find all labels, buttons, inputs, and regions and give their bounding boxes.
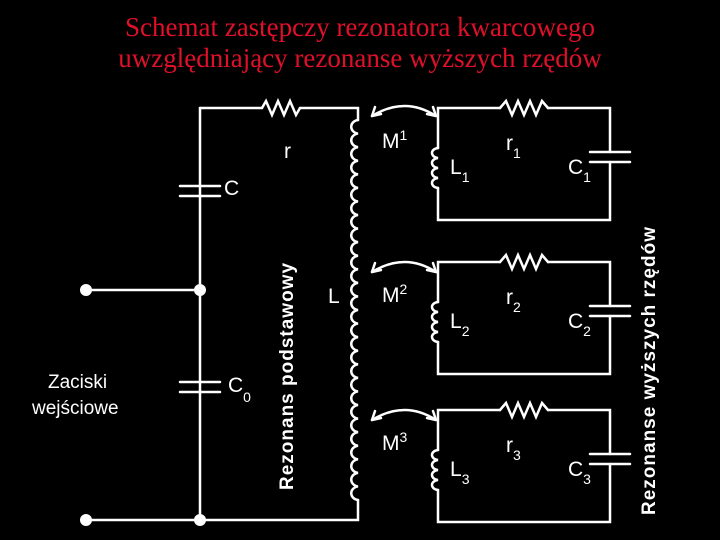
terminal-dot-top-left bbox=[80, 284, 92, 296]
branch-3-label-m-sub: 3 bbox=[400, 429, 408, 445]
branch-2-wire-top-left bbox=[436, 260, 502, 304]
label-c0-main: C bbox=[228, 374, 243, 397]
branch-3-label-r-main: r bbox=[506, 434, 513, 457]
branch-1-wire-bottom bbox=[436, 160, 612, 222]
branch-3-label-l-main: L bbox=[450, 458, 462, 481]
branch-1-label-r-sub: 1 bbox=[513, 145, 521, 161]
branch-3-label-r-sub: 3 bbox=[513, 447, 521, 463]
label-c: C bbox=[224, 177, 239, 200]
fundamental-side-label: Rezonans podstawowy bbox=[277, 262, 298, 490]
resistor-r bbox=[260, 97, 302, 119]
title-line-1: Schemat zastępczy rezonatora kwarcowego bbox=[124, 12, 595, 42]
capacitor-c0 bbox=[178, 380, 222, 394]
capacitor-c bbox=[178, 184, 222, 198]
branch-3-coupling-arrows bbox=[370, 409, 438, 422]
branch-2-resistor bbox=[498, 251, 550, 273]
branch-2-label-c: C2 bbox=[568, 310, 591, 339]
branch-2-label-m: M2 bbox=[382, 281, 408, 307]
branch-3-wire-bottom bbox=[436, 462, 612, 524]
branch-3-label-c: C3 bbox=[568, 458, 591, 487]
branch-3-coupling-arc bbox=[370, 408, 438, 422]
label-r: r bbox=[284, 140, 291, 163]
branch-3-inductor bbox=[430, 448, 440, 492]
branch-3-resistor bbox=[498, 399, 550, 421]
branch-2-label-m-main: M bbox=[382, 284, 400, 307]
terminals-label-line-1: Zaciski bbox=[48, 372, 107, 393]
branch-2-label-l-sub: 2 bbox=[462, 323, 470, 339]
branch-1-wire-top-left bbox=[436, 106, 502, 150]
branch-2-label-m-sub: 2 bbox=[400, 281, 408, 297]
label-l: L bbox=[328, 285, 340, 308]
junction-dot-bottom bbox=[194, 514, 206, 526]
branch-2-label-c-sub: 2 bbox=[583, 323, 591, 339]
label-c0: C0 bbox=[228, 374, 251, 405]
branch-2-wire-bottom bbox=[436, 314, 612, 376]
branch-1-resistor bbox=[498, 97, 550, 119]
branch-1-coupling-arrows bbox=[370, 105, 438, 118]
branch-1-inductor bbox=[430, 146, 440, 190]
branch-1-label-l-sub: 1 bbox=[462, 169, 470, 185]
branch-3-label-c-main: C bbox=[568, 458, 583, 481]
branch-2-label-l-main: L bbox=[450, 310, 462, 333]
branch-2-coupling-arc bbox=[370, 260, 438, 274]
branch-2-inductor bbox=[430, 300, 440, 344]
wires bbox=[84, 97, 360, 522]
branch-3-wire-top-left bbox=[436, 408, 502, 452]
branch-1-wire-top-right bbox=[546, 106, 612, 154]
branch-3-label-m-main: M bbox=[382, 432, 400, 455]
branch-3-label-c-sub: 3 bbox=[583, 471, 591, 487]
branch-2-label-r: r2 bbox=[506, 286, 521, 315]
branch-2-label-l: L2 bbox=[450, 310, 470, 339]
branch-1-label-c-main: C bbox=[568, 156, 583, 179]
higher-order-side-label: Rezonanse wyższych rzędów bbox=[639, 226, 660, 515]
branch-1-label-c-sub: 1 bbox=[583, 169, 591, 185]
branch-2-label-r-main: r bbox=[506, 286, 513, 309]
branch-2-label-r-sub: 2 bbox=[513, 299, 521, 315]
slide-title: Schemat zastępczy rezonatora kwarcowego … bbox=[0, 12, 720, 74]
branch-2-coupling-arrows bbox=[370, 261, 438, 274]
branch-3-label-m: M3 bbox=[382, 429, 408, 455]
inductor-l bbox=[350, 118, 360, 502]
branch-1-label-l: L1 bbox=[450, 156, 470, 185]
branch-1-coupling-arc bbox=[370, 104, 438, 118]
branch-1-label-m-main: M bbox=[382, 130, 400, 153]
label-c0-sub: 0 bbox=[243, 389, 251, 405]
junction-dot-top bbox=[194, 284, 206, 296]
branch-1-label-r: r1 bbox=[506, 132, 521, 161]
branch-1-label-m: M1 bbox=[382, 127, 408, 153]
terminal-dot-bottom-left bbox=[80, 514, 92, 526]
branch-1-label-l-main: L bbox=[450, 156, 462, 179]
title-line-2: uwzględniający rezonanse wyższych rzędów bbox=[118, 43, 602, 73]
wire-top-right bbox=[298, 106, 360, 122]
wire-coil-bottom bbox=[198, 498, 360, 522]
branch-3-label-r: r3 bbox=[506, 434, 521, 463]
branch-1-capacitor bbox=[588, 150, 632, 164]
branch-1-label-m-sub: 1 bbox=[400, 127, 408, 143]
branch-3-capacitor bbox=[588, 452, 632, 466]
branch-2-capacitor bbox=[588, 304, 632, 318]
branch-3-label-l-sub: 3 bbox=[462, 471, 470, 487]
terminals-label-line-2: wejściowe bbox=[31, 398, 119, 419]
branch-1-label-c: C1 bbox=[568, 156, 591, 185]
branch-3-label-l: L3 bbox=[450, 458, 470, 487]
branch-2-wire-top-right bbox=[546, 260, 612, 308]
branch-1-label-r-main: r bbox=[506, 132, 513, 155]
branch-3-wire-top-right bbox=[546, 408, 612, 456]
branch-2-label-c-main: C bbox=[568, 310, 583, 333]
terminal-dots bbox=[80, 284, 206, 526]
